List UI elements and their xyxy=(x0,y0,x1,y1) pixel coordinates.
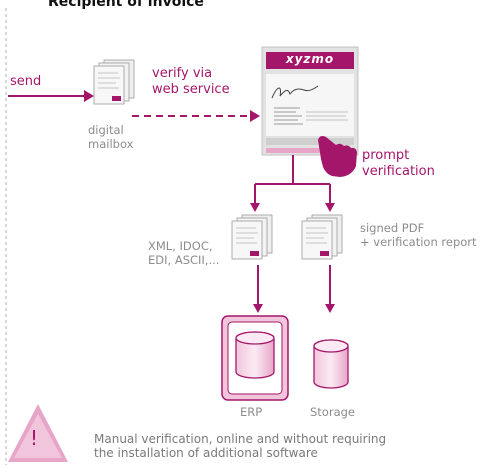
document-brand-logo: xyzmo xyxy=(285,52,335,66)
verify-label-line-2: web service xyxy=(152,81,230,97)
storage-database-icon xyxy=(313,339,349,389)
formats-label-line-2: EDI, ASCII,... xyxy=(148,252,220,267)
formats-label-line-1: XML, IDOC, xyxy=(148,239,213,253)
prompt-label-line-2: verification xyxy=(362,163,435,179)
signature-scribble xyxy=(271,85,319,99)
send-label: send xyxy=(10,74,42,89)
warning-triangle-icon xyxy=(8,404,68,462)
warning-note-line-2: the installation of additional software xyxy=(94,446,318,461)
page-title: Recipient of invoice xyxy=(48,0,204,10)
storage-label: Storage xyxy=(310,405,355,419)
warning-note: Manual verification, online and without … xyxy=(94,432,386,461)
verify-label: verify via web service xyxy=(152,66,230,97)
signed-label-line-2: + verification report xyxy=(360,234,477,249)
pointing-hand-icon xyxy=(318,136,357,177)
send-arrow-head xyxy=(84,90,94,102)
signed-label-line-1: signed PDF xyxy=(360,221,425,235)
erp-system-icon xyxy=(221,315,289,401)
verify-label-line-1: verify via xyxy=(152,66,213,81)
prompt-label-line-1: prompt xyxy=(362,148,410,163)
mailbox-document-stack xyxy=(93,59,135,105)
mailbox-label-line-2: mailbox xyxy=(88,136,134,151)
warning-note-line-1: Manual verification, online and without … xyxy=(94,432,387,446)
mailbox-label-line-1: digital xyxy=(88,123,124,137)
erp-document-stack xyxy=(231,214,273,260)
mailbox-label: digital mailbox xyxy=(88,123,134,152)
storage-document-stack xyxy=(301,214,343,260)
warning-symbol: ! xyxy=(30,426,39,450)
verify-arrow-head xyxy=(250,110,260,122)
document-header-bar xyxy=(266,52,354,69)
formats-label: XML, IDOC, EDI, ASCII,... xyxy=(148,239,220,268)
signed-label: signed PDF + verification report xyxy=(360,221,477,250)
erp-label: ERP xyxy=(240,405,263,419)
prompt-label: prompt verification xyxy=(362,148,435,179)
signed-document xyxy=(261,46,359,156)
